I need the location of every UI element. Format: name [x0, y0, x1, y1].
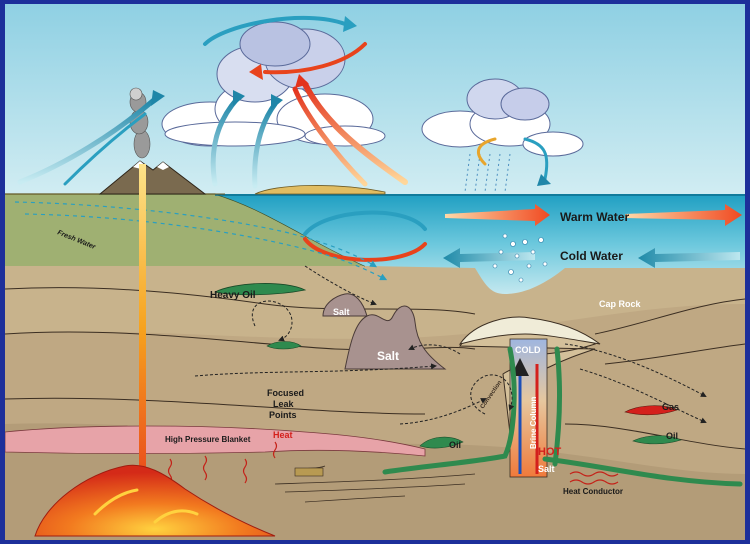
sky	[5, 4, 745, 204]
label-oil-mid: Oil	[449, 440, 461, 450]
high-pressure-blanket	[5, 425, 426, 457]
heat-wiggles	[167, 441, 619, 485]
label-high-pressure-blanket: High Pressure Blanket	[165, 435, 251, 444]
sediment-lines	[274, 465, 476, 503]
sediment-block	[294, 467, 324, 477]
label-cold: COLD	[515, 345, 541, 355]
label-focused-leak-3: Points	[269, 410, 297, 420]
horizon-island	[254, 185, 386, 195]
coastal-land	[5, 194, 365, 266]
sea-circulation	[303, 210, 427, 262]
label-heat-conductor: Heat Conductor	[563, 487, 623, 496]
rain	[464, 153, 511, 193]
label-focused-leak-2: Leak	[273, 399, 295, 409]
label-heavy-oil: Heavy Oil	[210, 290, 256, 301]
cold-water-current	[443, 248, 740, 268]
volcanic-conduit	[139, 164, 146, 494]
sea	[215, 194, 745, 294]
label-oil-right: Oil	[666, 431, 678, 441]
magma-chamber	[34, 464, 276, 537]
salt-dome	[458, 316, 601, 478]
leak-point-lens	[266, 341, 302, 350]
warm-water-current	[445, 204, 742, 226]
gas-lens	[624, 405, 678, 416]
label-salt-dome: Salt	[538, 464, 555, 474]
label-hot: HOT	[538, 446, 562, 458]
brine-arrows	[511, 358, 539, 474]
fresh-water-flow	[14, 201, 388, 281]
label-gas: Gas	[662, 402, 679, 412]
earth-circulation-diagram: Warm Water Cold Water Fresh Water Heavy …	[5, 4, 745, 540]
atmosphere-arrows	[17, 15, 549, 189]
oil-pathways	[382, 346, 743, 487]
seep-bubbles	[492, 233, 548, 283]
cap-rock	[458, 316, 601, 345]
atmosphere-arrowheads	[151, 16, 551, 186]
label-salt-top: Salt	[333, 307, 350, 317]
label-focused-leak-1: Focused	[267, 388, 304, 398]
fluid-circulation-loops	[194, 265, 707, 425]
oil-lens-mid	[419, 436, 464, 449]
cloud-small	[421, 78, 584, 157]
label-cold-water: Cold Water	[560, 249, 623, 263]
label-heat: Heat	[273, 430, 293, 440]
label-salt-mid: Salt	[377, 349, 399, 363]
heavy-oil-lens	[213, 283, 307, 296]
salt-bodies	[322, 293, 447, 370]
label-brine-column: Brine Column	[529, 396, 538, 449]
cloud-large	[161, 21, 386, 147]
label-warm-water: Warm Water	[560, 210, 629, 224]
label-cap-rock: Cap Rock	[599, 299, 642, 309]
oil-lens-right	[632, 435, 682, 445]
magma-arrows	[93, 488, 199, 524]
